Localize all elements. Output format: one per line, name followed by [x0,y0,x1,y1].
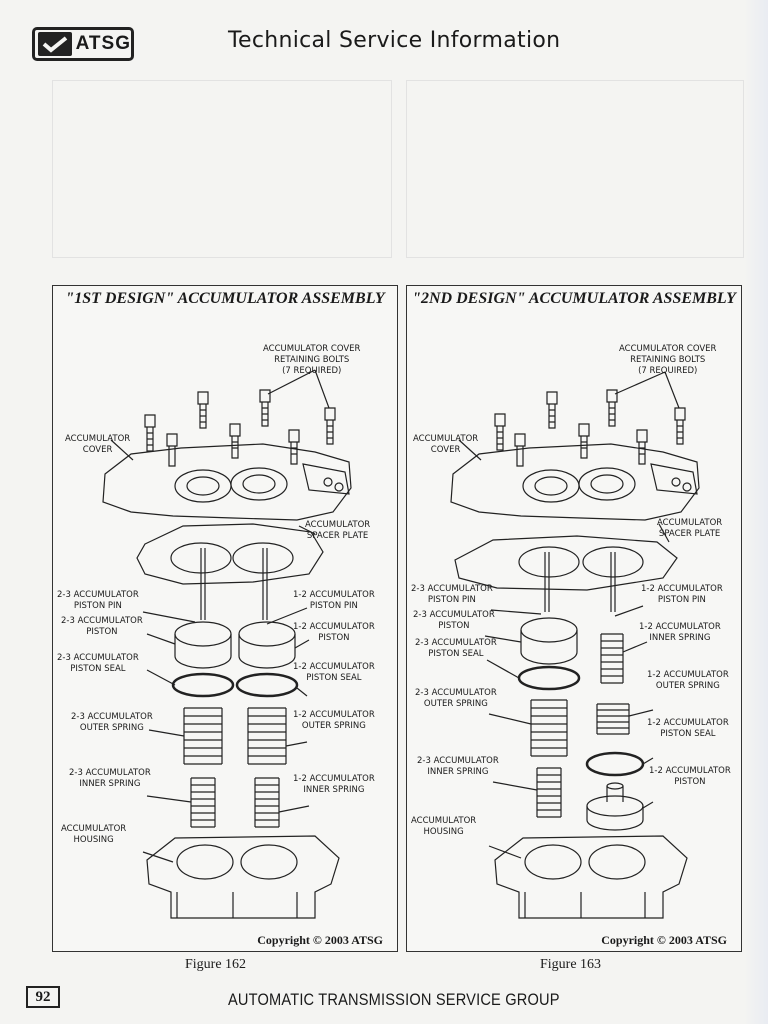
show-through-box [406,80,744,258]
figure-title: "1ST DESIGN" ACCUMULATOR ASSEMBLY [65,290,385,307]
figure-caption-163: Figure 163 [540,957,602,972]
show-through-box [52,80,392,258]
copyright: Copyright © 2003 ATSG [601,933,727,947]
checkmark-icon [38,32,72,56]
exploded-view-diagram [450,371,700,919]
inner-spring-icon [190,777,280,828]
inner-spring-icon [536,767,562,818]
page-title: Technical Service Information [228,28,561,53]
accumulator-cover [102,443,352,521]
piston-icon [520,617,578,665]
accumulator-housing [494,835,688,919]
figure-caption-162: Figure 162 [185,957,247,972]
piston-icon [586,782,644,831]
accumulator-cover [450,443,700,521]
copyright: Copyright © 2003 ATSG [257,933,383,947]
accumulator-housing [146,835,340,919]
inner-spring-icon [600,633,624,684]
figure-162-panel: "1ST DESIGN" ACCUMULATOR ASSEMBLY [52,285,398,952]
logo-text: ATSG [75,33,131,54]
piston-icon [174,621,296,669]
spacer-plate [454,535,678,591]
retaining-bolt-icon [494,389,686,467]
page-number: 92 [26,986,60,1008]
retaining-bolt-icon [144,389,336,467]
outer-spring-icon [596,703,630,735]
exploded-view-diagram [102,369,352,919]
footer-text: AUTOMATIC TRANSMISSION SERVICE GROUP [228,990,560,1009]
outer-spring-icon [530,699,568,757]
figure-title: "2ND DESIGN" ACCUMULATOR ASSEMBLY [412,290,736,307]
figure-163-panel: "2ND DESIGN" ACCUMULATOR ASSEMBLY [406,285,742,952]
spacer-plate [136,523,324,585]
page-edge-shadow [744,0,768,1024]
outer-spring-icon [183,707,287,765]
atsg-logo: ATSG [32,27,134,61]
